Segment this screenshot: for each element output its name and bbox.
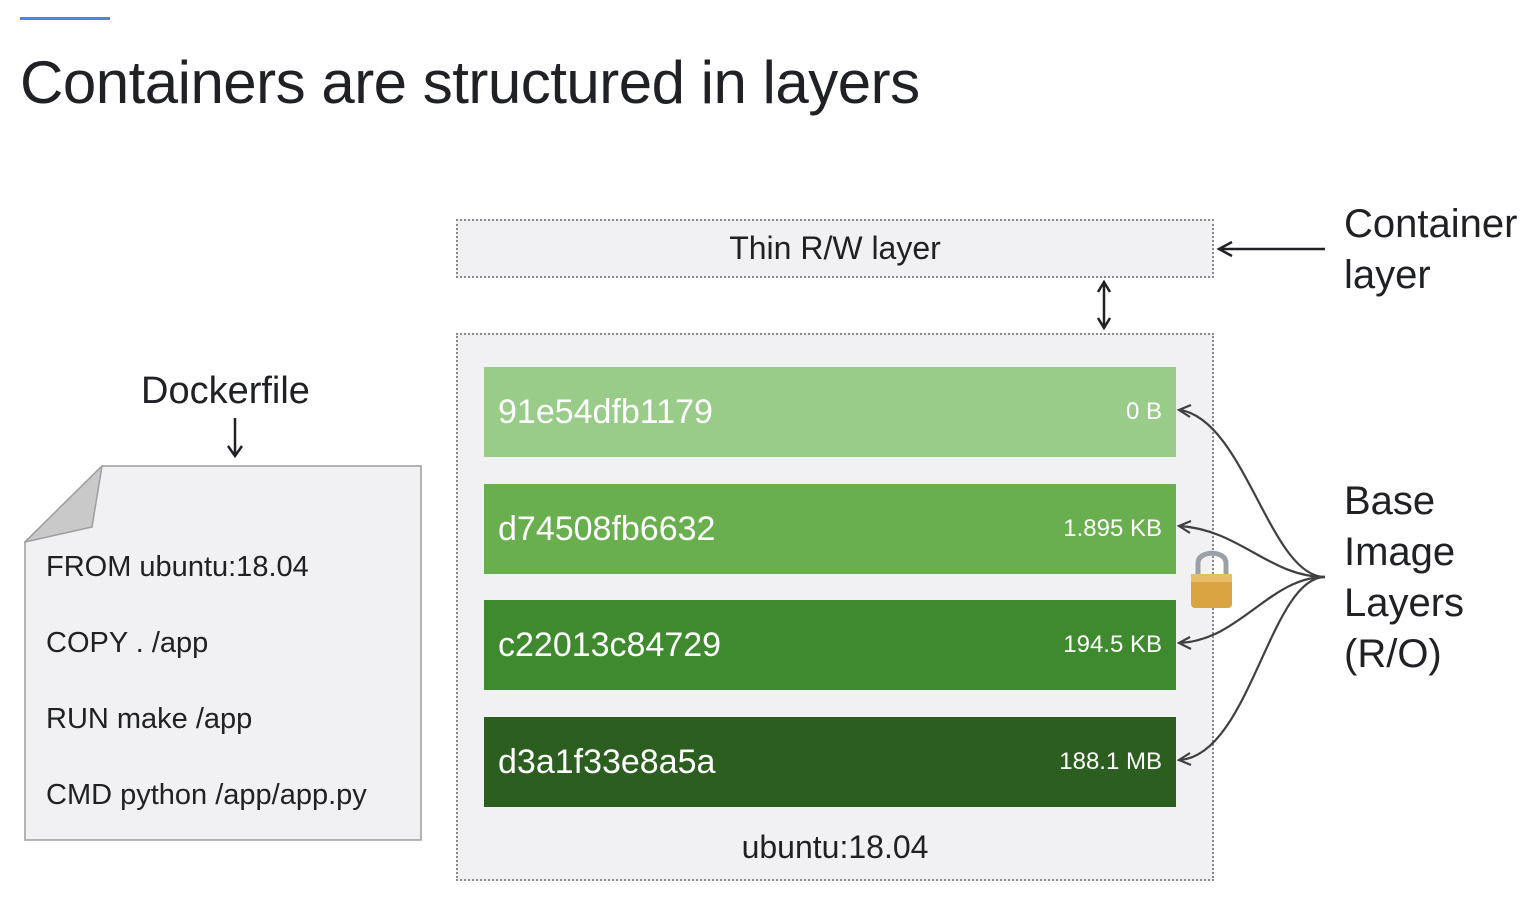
document-page-icon: [24, 465, 422, 841]
layer-size: 194.5 KB: [1063, 631, 1162, 658]
dockerfile-line-3: RUN make /app: [46, 703, 253, 735]
image-layer: 91e54dfb1179 0 B: [484, 367, 1176, 457]
double-arrow-icon: [1096, 279, 1112, 331]
base-image-layers-label-line: Image: [1344, 530, 1456, 574]
layer-id: c22013c84729: [498, 625, 722, 664]
image-layer: c22013c84729 194.5 KB: [484, 600, 1176, 690]
layer-id: d3a1f33e8a5a: [498, 742, 716, 781]
base-image-label: ubuntu:18.04: [741, 829, 929, 865]
layer-size: 0 B: [1125, 398, 1162, 425]
layer-size: 188.1 MB: [1059, 748, 1162, 775]
dockerfile-line-2: COPY . /app: [46, 627, 209, 659]
thin-rw-layer-label: Thin R/W layer: [729, 230, 941, 266]
layer-size: 1.895 KB: [1063, 515, 1162, 542]
dockerfile-line-1: FROM ubuntu:18.04: [46, 551, 309, 583]
base-image-layers-label-line: Base: [1344, 479, 1436, 523]
container-layer-label-line: layer: [1344, 253, 1431, 297]
dockerfile-line-4: CMD python /app/app.py: [46, 779, 367, 811]
container-layer-label: Container layer: [1344, 199, 1517, 301]
base-image-box: 91e54dfb1179 0 B d74508fb6632 1.895 KB c…: [456, 333, 1214, 881]
arrow-left-icon: [1216, 240, 1325, 258]
slide-title: Containers are structured in layers: [20, 49, 920, 116]
dockerfile-label: Dockerfile: [141, 370, 310, 412]
image-layer: d3a1f33e8a5a 188.1 MB: [484, 717, 1176, 807]
base-image-layers-label-line: (R/O): [1344, 632, 1442, 676]
accent-line: [20, 17, 110, 20]
base-image-layers-label: Base Image Layers (R/O): [1344, 476, 1464, 680]
image-layer: d74508fb6632 1.895 KB: [484, 484, 1176, 574]
thin-rw-layer-box: Thin R/W layer: [456, 219, 1214, 278]
layer-id: 91e54dfb1179: [498, 392, 713, 431]
arrow-down-icon: [226, 418, 244, 459]
layer-id: d74508fb6632: [498, 509, 716, 548]
container-layer-label-line: Container: [1344, 202, 1518, 246]
dockerfile-document: FROM ubuntu:18.04 COPY . /app RUN make /…: [24, 465, 422, 841]
base-image-layers-label-line: Layers: [1344, 581, 1465, 625]
